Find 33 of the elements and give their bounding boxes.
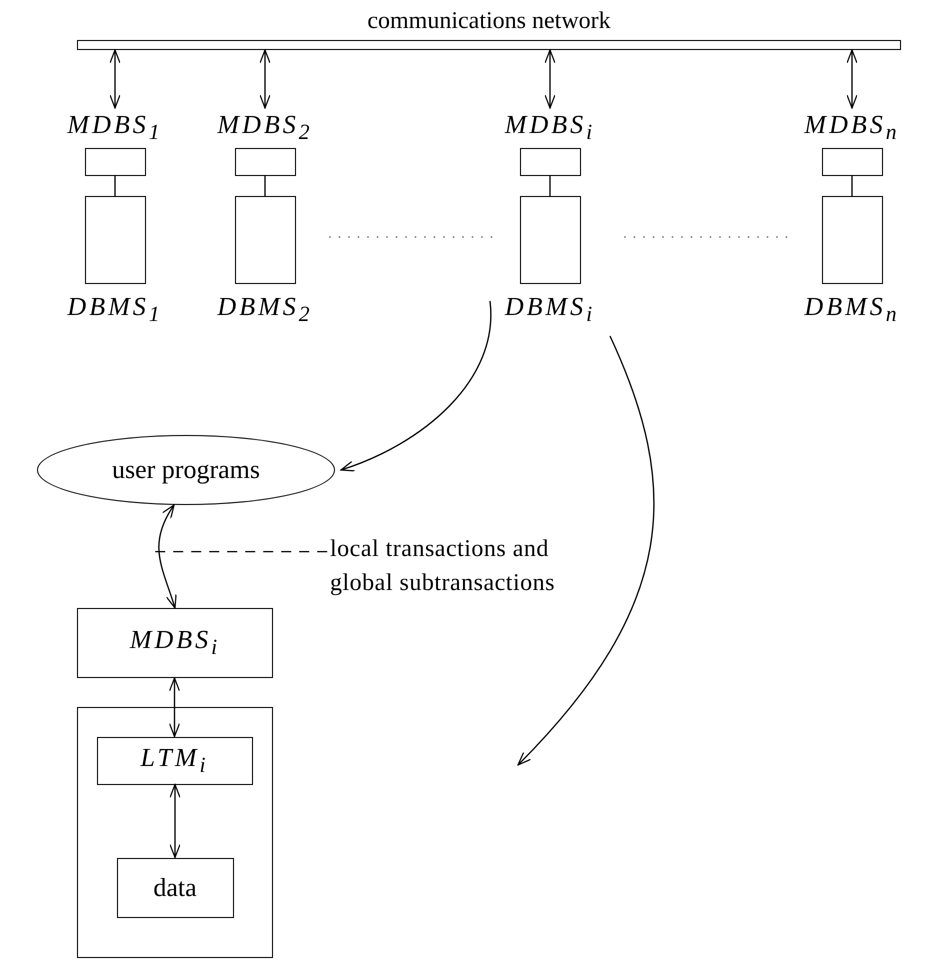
node-label: communications network bbox=[366, 8, 612, 34]
double-arrow bbox=[158, 504, 176, 609]
double-arrow bbox=[168, 677, 180, 738]
double-arrow bbox=[109, 49, 121, 109]
container-box bbox=[77, 707, 273, 958]
double-arrow bbox=[169, 784, 181, 858]
arrow bbox=[340, 300, 492, 471]
process-box bbox=[96, 736, 252, 784]
connector-line bbox=[851, 176, 853, 196]
annotation-text: local transactions and global subtransactions bbox=[330, 532, 610, 602]
node-label: MDBS$_{1}$ bbox=[66, 110, 164, 146]
node-label: DBMS$_{i}$ bbox=[504, 292, 596, 328]
arrow bbox=[517, 336, 654, 766]
node-label: DBMS$_{n}$ bbox=[803, 292, 901, 328]
node-label: DBMS$_{2}$ bbox=[216, 292, 314, 328]
node-label: LTM$_{i}$ bbox=[140, 742, 209, 778]
connector-line bbox=[264, 176, 266, 196]
node-label: MDBS$_{i}$ bbox=[504, 110, 596, 146]
node-label: user programs bbox=[112, 455, 260, 485]
node-label: DBMS$_{1}$ bbox=[66, 292, 164, 328]
double-arrow bbox=[846, 49, 858, 109]
node-label: MDBS$_{2}$ bbox=[216, 110, 314, 146]
leader-line bbox=[155, 550, 328, 552]
node-label: MDBS$_{n}$ bbox=[803, 110, 901, 146]
process-box bbox=[77, 608, 273, 678]
data-box bbox=[116, 858, 234, 918]
connector-line bbox=[114, 176, 116, 196]
connector-line bbox=[549, 176, 551, 196]
double-arrow bbox=[544, 49, 556, 109]
node-label: data bbox=[153, 872, 197, 902]
double-arrow bbox=[259, 49, 271, 109]
ellipse bbox=[37, 435, 335, 505]
node-label: MDBS$_{i}$ bbox=[130, 625, 220, 661]
